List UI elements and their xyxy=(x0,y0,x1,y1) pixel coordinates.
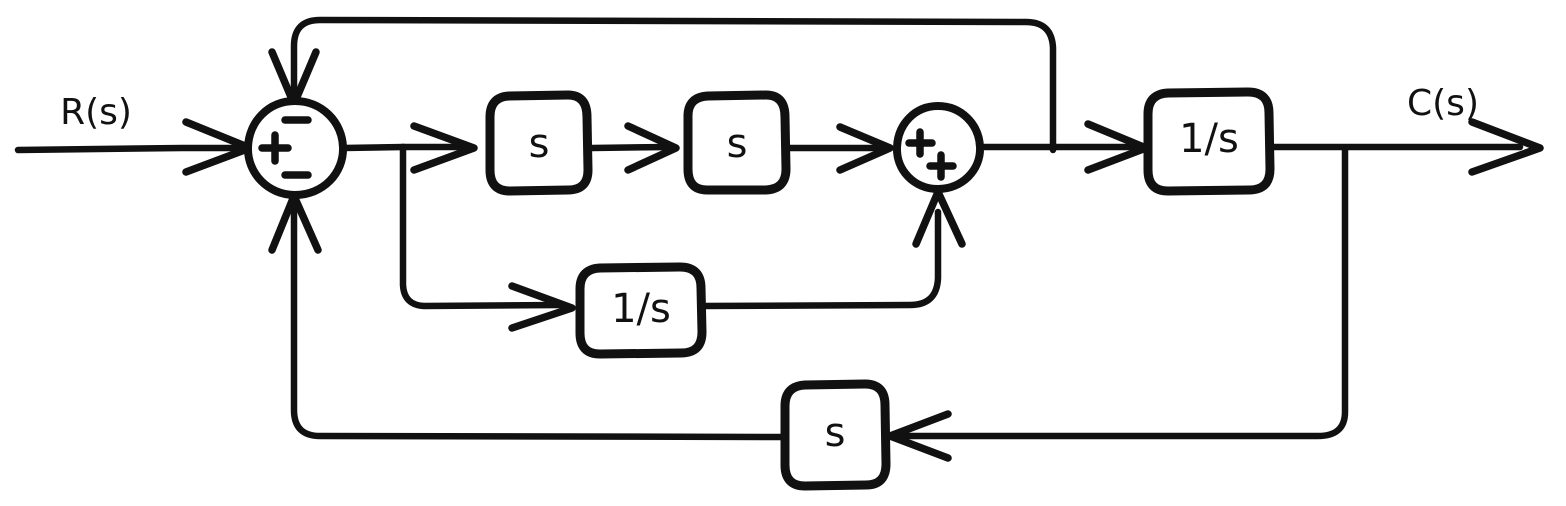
summing-junction-mid[interactable] xyxy=(893,102,984,193)
wire-feedback-to-sum1 xyxy=(268,192,787,441)
sign-plus-left xyxy=(258,131,292,165)
input-label: R(s) xyxy=(60,92,132,133)
wire-branch-a-to-parallel-integrator xyxy=(399,146,576,332)
block-s-second-label: s xyxy=(727,121,748,167)
wire-output xyxy=(1266,118,1544,176)
block-s-first-label: s xyxy=(529,121,550,167)
block-integrator-output[interactable]: 1/s xyxy=(1143,87,1275,196)
block-integrator-parallel-label: 1/s xyxy=(611,286,671,332)
wire-s2-to-sum2 xyxy=(782,123,894,174)
wire-branch-a-to-s1 xyxy=(398,122,478,174)
wire-output-branch-to-feedback xyxy=(886,145,1349,462)
wire-input xyxy=(14,118,254,176)
block-s-feedback-label: s xyxy=(825,410,846,456)
summing-junction-input[interactable] xyxy=(243,97,348,199)
block-integrator-output-label: 1/s xyxy=(1179,116,1239,162)
sign-plus-lower xyxy=(926,151,957,181)
block-s-first[interactable]: s xyxy=(485,90,593,196)
wire-parallel-integrator-to-sum2 xyxy=(698,188,966,310)
sign-plus-upper xyxy=(905,128,936,158)
output-label: C(s) xyxy=(1407,83,1479,124)
wire-sum1-to-branch-a xyxy=(340,143,408,152)
block-s-feedback[interactable]: s xyxy=(780,379,891,491)
block-integrator-parallel[interactable]: 1/s xyxy=(575,262,707,359)
block-s-second[interactable]: s xyxy=(683,90,791,195)
wire-s1-to-s2 xyxy=(588,122,680,174)
wire-sum2-to-output-integrator xyxy=(978,120,1150,174)
